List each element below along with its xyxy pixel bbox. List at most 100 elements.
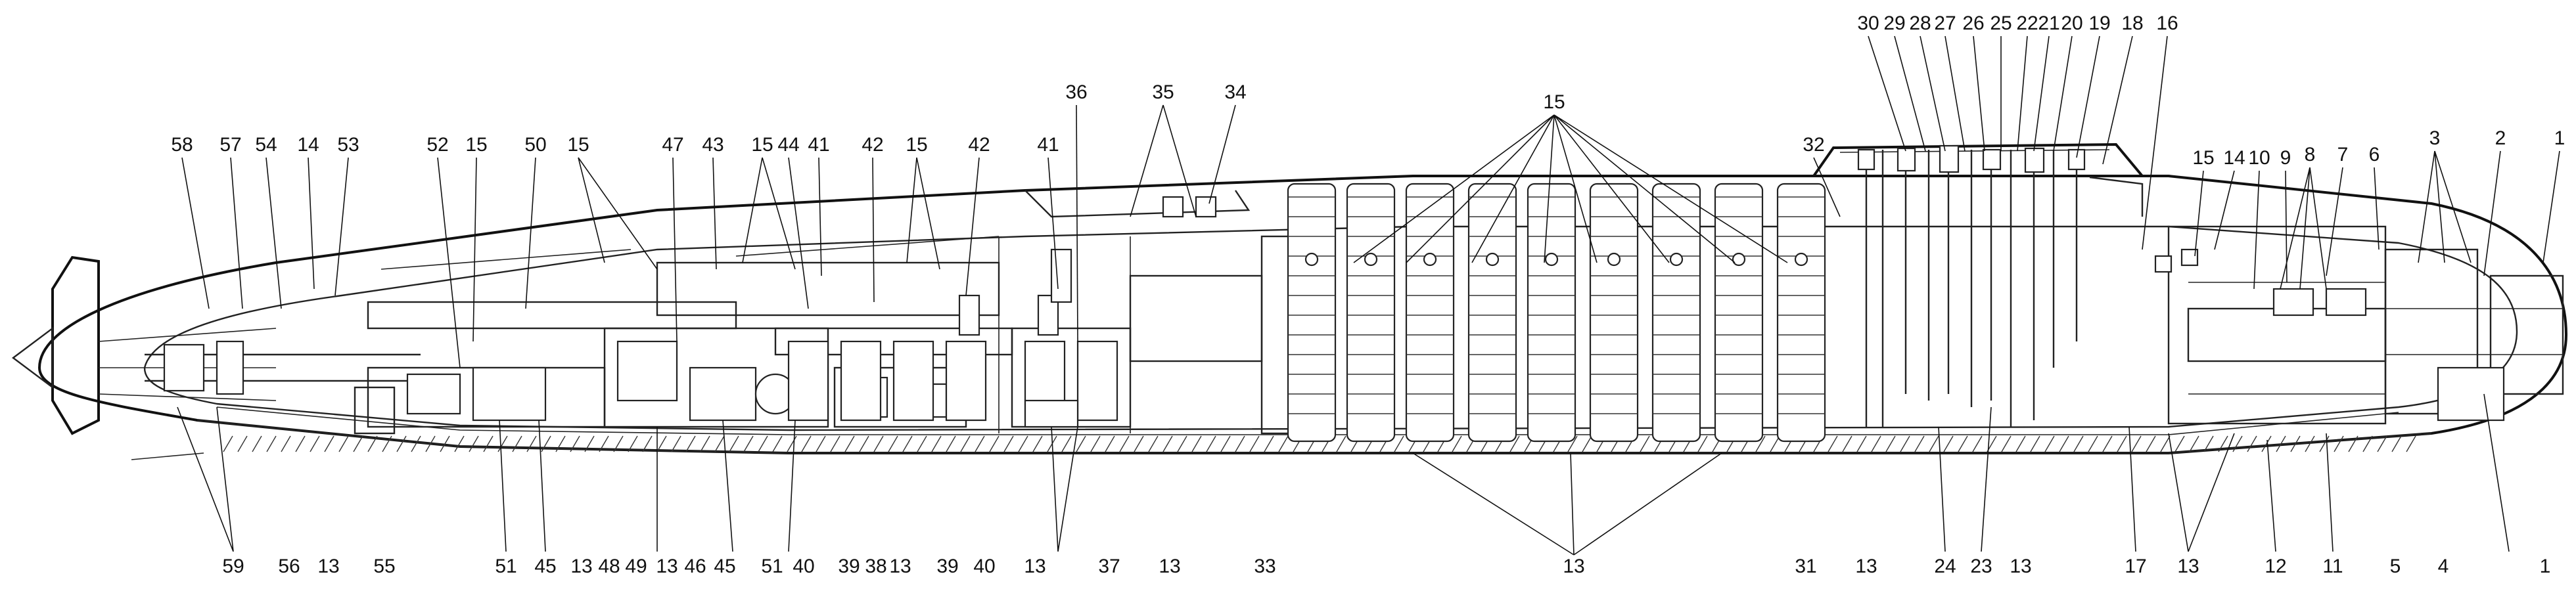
control-section bbox=[1024, 190, 1302, 435]
callout-label: 5 bbox=[2390, 556, 2401, 577]
callout-label: 12 bbox=[2265, 556, 2286, 577]
missile-tube bbox=[1346, 183, 1396, 443]
callout-label: 15 bbox=[906, 134, 927, 156]
callout-label: 4 bbox=[2438, 556, 2449, 577]
callout-label: 13 bbox=[2177, 556, 2199, 577]
callout-label: 42 bbox=[862, 134, 883, 156]
callout-label: 45 bbox=[714, 556, 735, 577]
callout-label: 6 bbox=[2369, 144, 2380, 165]
missile-tube bbox=[1651, 183, 1701, 443]
callout-label: 31 bbox=[1795, 556, 1816, 577]
callout-label: 15 bbox=[465, 134, 487, 156]
callout-label: 1 bbox=[2554, 127, 2565, 149]
callout-label: 15 bbox=[567, 134, 589, 156]
callout-label: 13 bbox=[317, 556, 339, 577]
callout-label: 35 bbox=[1152, 81, 1174, 103]
callout-label: 58 bbox=[171, 134, 193, 156]
callout-label: 15 bbox=[1543, 91, 1565, 113]
callout-label: 48 bbox=[598, 556, 620, 577]
callout-label: 39 bbox=[838, 556, 860, 577]
leader-lines bbox=[177, 35, 2560, 556]
callout-label: 49 bbox=[625, 556, 647, 577]
callout-label: 2 bbox=[2495, 127, 2506, 149]
callout-label: 43 bbox=[702, 134, 724, 156]
tail-section bbox=[12, 255, 421, 460]
callout-label: 8 bbox=[2305, 144, 2316, 165]
callout-label: 57 bbox=[219, 134, 241, 156]
callout-label: 56 bbox=[278, 556, 300, 577]
callout-label: 29 bbox=[1883, 12, 1905, 34]
callout-label: 40 bbox=[973, 556, 995, 577]
callout-label: 22 bbox=[2016, 12, 2038, 34]
callout-label: 40 bbox=[793, 556, 814, 577]
missile-tubes bbox=[1287, 183, 1826, 443]
conning-tower bbox=[1812, 142, 2144, 427]
callout-label: 3 bbox=[2429, 127, 2441, 149]
callout-label: 47 bbox=[662, 134, 683, 156]
callout-label: 55 bbox=[373, 556, 395, 577]
missile-tube bbox=[1589, 183, 1639, 443]
callout-label: 44 bbox=[777, 134, 799, 156]
callout-label: 30 bbox=[1857, 12, 1879, 34]
callout-label: 13 bbox=[1024, 556, 1046, 577]
callout-label: 10 bbox=[2248, 147, 2270, 169]
missile-tube bbox=[1776, 183, 1826, 443]
callout-label: 13 bbox=[1855, 556, 1877, 577]
keel-hatching bbox=[223, 435, 2416, 452]
callout-label: 19 bbox=[2088, 12, 2110, 34]
callout-label: 41 bbox=[808, 134, 829, 156]
callout-label: 28 bbox=[1909, 12, 1931, 34]
top-callouts: 58 57 54 14 53 52 15 50 15 47 43 15 44 4… bbox=[171, 12, 2565, 169]
callout-label: 45 bbox=[534, 556, 556, 577]
callout-label: 46 bbox=[684, 556, 706, 577]
callout-label: 13 bbox=[1563, 556, 1584, 577]
callout-label: 13 bbox=[889, 556, 911, 577]
callout-label: 16 bbox=[2156, 12, 2178, 34]
callout-label: 42 bbox=[968, 134, 990, 156]
callout-label: 26 bbox=[1962, 12, 1984, 34]
callout-label: 21 bbox=[2038, 12, 2059, 34]
callout-label: 23 bbox=[1970, 556, 1992, 577]
callout-label: 39 bbox=[936, 556, 958, 577]
callout-label: 14 bbox=[297, 134, 319, 156]
callout-label: 11 bbox=[2322, 556, 2343, 577]
callout-label: 1 bbox=[2540, 556, 2551, 577]
callout-label: 41 bbox=[1037, 134, 1059, 156]
callout-label: 20 bbox=[2061, 12, 2082, 34]
callout-label: 54 bbox=[255, 134, 277, 156]
callout-label: 9 bbox=[2280, 147, 2291, 169]
callout-label: 15 bbox=[2192, 147, 2214, 169]
callout-label: 24 bbox=[1934, 556, 1956, 577]
callout-label: 17 bbox=[2125, 556, 2146, 577]
callout-label: 38 bbox=[865, 556, 886, 577]
callout-label: 51 bbox=[761, 556, 783, 577]
callout-label: 25 bbox=[1990, 12, 2012, 34]
callout-label: 27 bbox=[1934, 12, 1956, 34]
callout-label: 37 bbox=[1098, 556, 1120, 577]
callout-label: 32 bbox=[1803, 134, 1824, 156]
callout-label: 13 bbox=[2010, 556, 2031, 577]
callout-label: 53 bbox=[337, 134, 359, 156]
hull-outline bbox=[37, 175, 2568, 454]
callout-label: 59 bbox=[222, 556, 244, 577]
callout-label: 52 bbox=[426, 134, 448, 156]
missile-tube bbox=[1527, 183, 1576, 443]
callout-label: 51 bbox=[495, 556, 517, 577]
callout-label: 13 bbox=[656, 556, 678, 577]
callout-label: 33 bbox=[1254, 556, 1276, 577]
callout-label: 18 bbox=[2121, 12, 2143, 34]
callout-label: 15 bbox=[751, 134, 773, 156]
callout-label: 14 bbox=[2223, 147, 2245, 169]
missile-tube bbox=[1405, 183, 1455, 443]
bottom-callouts: 59 56 13 55 51 45 13 48 49 13 46 45 51 4… bbox=[222, 556, 2550, 577]
callout-label: 13 bbox=[1159, 556, 1180, 577]
missile-tube bbox=[1287, 183, 1337, 443]
callout-label: 50 bbox=[524, 134, 546, 156]
missile-tube bbox=[1714, 183, 1764, 443]
callout-label: 36 bbox=[1065, 81, 1087, 103]
callout-label: 13 bbox=[570, 556, 592, 577]
forward-section bbox=[2089, 176, 2564, 425]
callout-label: 7 bbox=[2337, 144, 2349, 165]
missile-tube bbox=[1467, 183, 1517, 443]
